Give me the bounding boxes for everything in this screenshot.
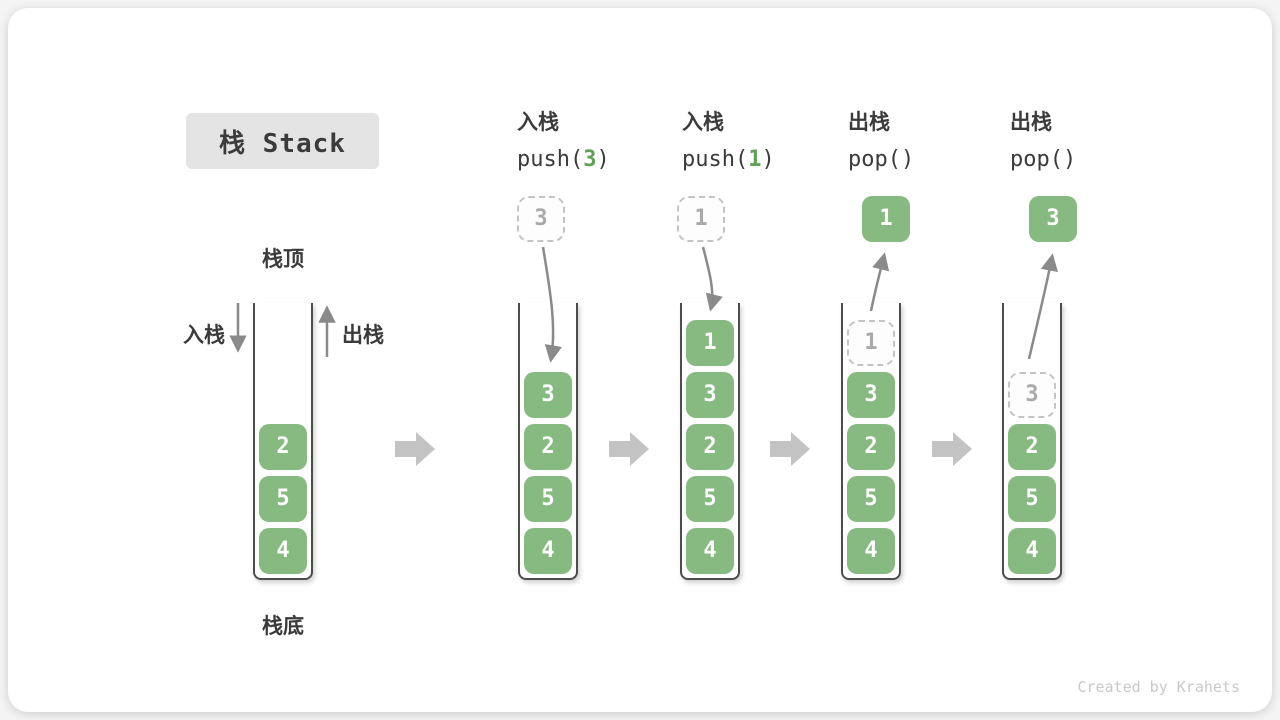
credit-text: Created by Krahets	[1077, 678, 1240, 696]
stack-cell: 2	[847, 424, 895, 470]
operation-code: pop()	[1010, 147, 1170, 172]
stack-cell: 4	[686, 528, 734, 574]
stack-cell: 5	[847, 476, 895, 522]
stage-header-pop-1: 出栈 pop()	[848, 106, 1008, 172]
code-pre: pop()	[1010, 147, 1077, 172]
stack-cell: 5	[1008, 476, 1056, 522]
code-pre: push(	[517, 147, 584, 172]
stack-cell: 4	[1008, 528, 1056, 574]
stack-cell: 3	[847, 372, 895, 418]
stack-container-push-3: 3 2 5 4	[518, 303, 578, 580]
code-post: )	[761, 147, 775, 172]
operation-label: 出栈	[1010, 111, 1052, 134]
diagram-title: 栈 Stack	[186, 113, 379, 169]
operation-code: push(1)	[682, 147, 842, 172]
stack-cell: 1	[686, 320, 734, 366]
stack-cell-ghost: 1	[847, 320, 895, 366]
stack-cell: 5	[524, 476, 572, 522]
stage-header-push-1: 入栈 push(1)	[682, 106, 842, 172]
stack-container-pop-1: 1 3 2 5 4	[841, 303, 901, 580]
stack-top-label: 栈顶	[262, 248, 304, 271]
stage-header-pop-3: 出栈 pop()	[1010, 106, 1170, 172]
stack-cell: 5	[686, 476, 734, 522]
stack-cell: 2	[686, 424, 734, 470]
stage-header-push-3: 入栈 push(3)	[517, 106, 677, 172]
enter-label: 入栈	[183, 324, 225, 347]
code-post: )	[596, 147, 610, 172]
stack-cell: 4	[524, 528, 572, 574]
stack-cell: 5	[259, 476, 307, 522]
stack-cell: 2	[524, 424, 572, 470]
stack-cell: 4	[259, 528, 307, 574]
stack-cell: 2	[259, 424, 307, 470]
stack-cell-ghost: 3	[1008, 372, 1056, 418]
code-pre: push(	[682, 147, 749, 172]
operation-code: push(3)	[517, 147, 677, 172]
stack-cell: 3	[524, 372, 572, 418]
code-pre: pop()	[848, 147, 915, 172]
stack-cell: 2	[1008, 424, 1056, 470]
operation-label: 入栈	[517, 111, 559, 134]
operation-label: 入栈	[682, 111, 724, 134]
incoming-value-box: 1	[677, 196, 725, 242]
popped-value-box: 3	[1029, 196, 1077, 242]
exit-label: 出栈	[342, 324, 384, 347]
operation-label: 出栈	[848, 111, 890, 134]
stack-bottom-label: 栈底	[262, 615, 304, 638]
stack-container-push-1: 1 3 2 5 4	[680, 303, 740, 580]
stack-container-initial: 2 5 4	[253, 303, 313, 580]
stack-container-pop-3: 3 2 5 4	[1002, 303, 1062, 580]
incoming-value-box: 3	[517, 196, 565, 242]
operation-code: pop()	[848, 147, 1008, 172]
stack-cell: 4	[847, 528, 895, 574]
popped-value-box: 1	[862, 196, 910, 242]
code-arg: 3	[583, 147, 597, 172]
stack-cell: 3	[686, 372, 734, 418]
code-arg: 1	[748, 147, 762, 172]
